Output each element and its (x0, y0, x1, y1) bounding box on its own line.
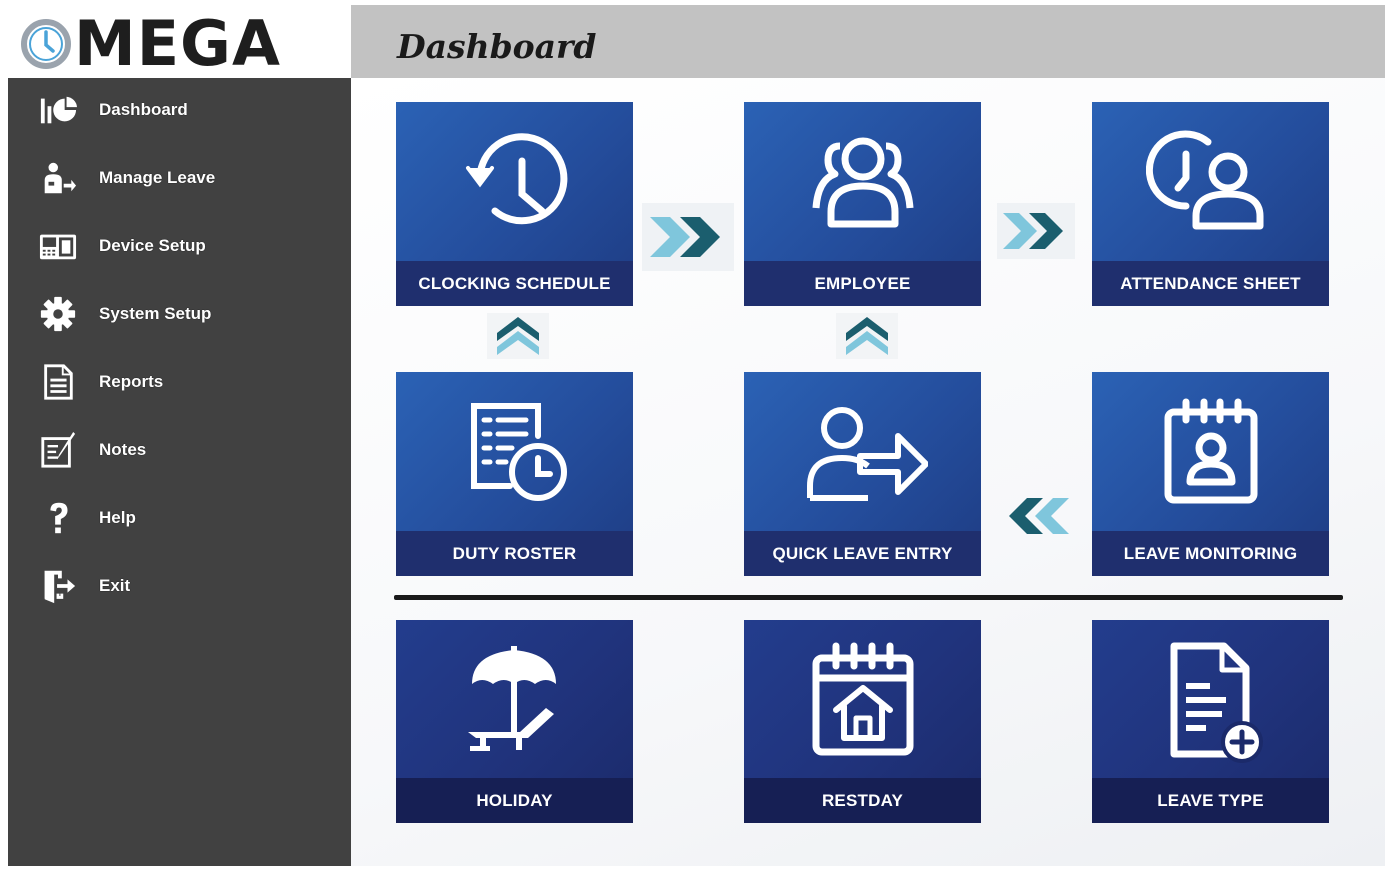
tile-restday[interactable]: RESTDAY (744, 620, 981, 823)
tile-label: HOLIDAY (396, 778, 633, 823)
sidebar-item-label: Notes (99, 440, 147, 459)
sidebar-item-device-setup[interactable]: Device Setup (8, 218, 351, 274)
sidebar-item-notes[interactable]: Notes (8, 422, 351, 478)
tile-clocking-schedule[interactable]: CLOCKING SCHEDULE (396, 102, 633, 306)
page-title: Dashboard (397, 27, 597, 66)
employees-icon (744, 102, 981, 260)
tile-label: QUICK LEAVE ENTRY (744, 531, 981, 576)
tile-label: EMPLOYEE (744, 261, 981, 306)
tile-label: LEAVE MONITORING (1092, 531, 1329, 576)
tile-label: CLOCKING SCHEDULE (396, 261, 633, 306)
exit-icon (38, 566, 78, 606)
tile-holiday[interactable]: HOLIDAY (396, 620, 633, 823)
sidebar-item-reports[interactable]: Reports (8, 354, 351, 410)
tile-label: ATTENDANCE SHEET (1092, 261, 1329, 306)
schedule-list-icon (396, 372, 633, 530)
sidebar-item-exit[interactable]: Exit (8, 558, 351, 614)
tile-label: RESTDAY (744, 778, 981, 823)
double-chevron-right-icon (997, 203, 1075, 259)
omega-logo: MEGA (20, 7, 281, 80)
clock-history-icon (396, 102, 633, 260)
user-clock-icon (1092, 102, 1329, 260)
sidebar-item-label: System Setup (99, 304, 212, 323)
tile-duty-roster[interactable]: DUTY ROSTER (396, 372, 633, 576)
header-bar: Dashboard (351, 5, 1385, 78)
tile-leave-type[interactable]: LEAVE TYPE (1092, 620, 1329, 823)
section-divider (394, 595, 1343, 600)
double-chevron-left-icon (1009, 498, 1069, 534)
tile-employee[interactable]: EMPLOYEE (744, 102, 981, 306)
sidebar-item-system-setup[interactable]: System Setup (8, 286, 351, 342)
tile-label: DUTY ROSTER (396, 531, 633, 576)
sidebar-item-manage-leave[interactable]: Manage Leave (8, 150, 351, 206)
report-icon (38, 362, 78, 402)
tile-attendance-sheet[interactable]: ATTENDANCE SHEET (1092, 102, 1329, 306)
logo-clock-icon (21, 19, 71, 69)
sidebar-item-label: Dashboard (99, 100, 188, 119)
sidebar-item-dashboard[interactable]: Dashboard (8, 82, 351, 138)
sidebar-item-label: Exit (99, 576, 131, 595)
help-icon (38, 498, 78, 538)
calendar-user-icon (1092, 372, 1329, 530)
logo-text: MEGA (74, 7, 281, 80)
calendar-home-icon (744, 620, 981, 778)
sidebar-item-help[interactable]: Help (8, 490, 351, 546)
tile-leave-monitoring[interactable]: LEAVE MONITORING (1092, 372, 1329, 576)
sidebar-item-label: Device Setup (99, 236, 206, 255)
sidebar-item-label: Help (99, 508, 136, 527)
dashboard-icon (38, 90, 78, 130)
sidebar-item-label: Reports (99, 372, 164, 391)
manage-leave-icon (38, 158, 78, 198)
double-chevron-up-icon (836, 313, 898, 359)
device-icon (38, 226, 78, 266)
tile-label: LEAVE TYPE (1092, 778, 1329, 823)
notes-icon (38, 430, 78, 470)
sidebar: Dashboard Manage Leave Device Setup Syst… (8, 78, 351, 866)
double-chevron-up-icon (487, 313, 549, 359)
user-arrow-icon (744, 372, 981, 530)
beach-umbrella-icon (396, 620, 633, 778)
double-chevron-right-icon (642, 203, 734, 271)
gear-icon (38, 294, 78, 334)
sidebar-item-label: Manage Leave (99, 168, 216, 187)
tile-quick-leave-entry[interactable]: QUICK LEAVE ENTRY (744, 372, 981, 576)
document-add-icon (1092, 620, 1329, 778)
